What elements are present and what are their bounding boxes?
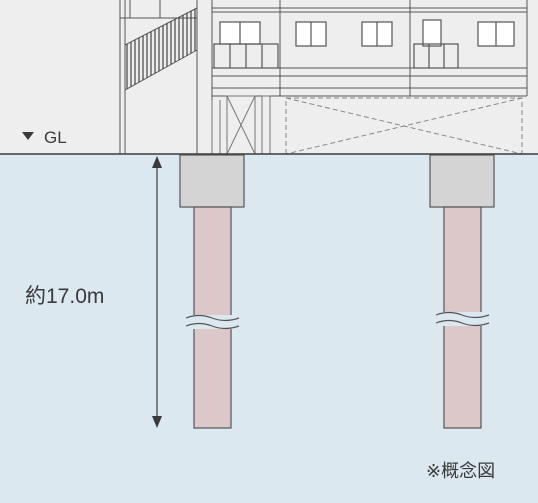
pile-break-line-top bbox=[435, 311, 490, 319]
concept-diagram-note: ※概念図 bbox=[426, 460, 495, 481]
ground-level-label: GL bbox=[44, 128, 67, 147]
pile-break-gap bbox=[436, 312, 489, 326]
pile-left bbox=[179, 154, 245, 429]
pile-break-line-bottom bbox=[185, 322, 240, 330]
pile-break-line-top bbox=[185, 314, 240, 322]
stair-balusters bbox=[126, 9, 196, 89]
building-windows bbox=[213, 19, 515, 69]
down-triangle-icon bbox=[22, 132, 34, 140]
pile-break-line-bottom bbox=[435, 319, 490, 327]
pile-cap bbox=[179, 154, 245, 208]
depth-dimension-arrow bbox=[152, 156, 162, 428]
depth-label: 約17.0m bbox=[25, 285, 104, 308]
pile-break-gap bbox=[186, 315, 239, 329]
pile-cap bbox=[429, 154, 495, 208]
above-ground-area bbox=[0, 0, 538, 154]
pile-right bbox=[429, 154, 495, 429]
